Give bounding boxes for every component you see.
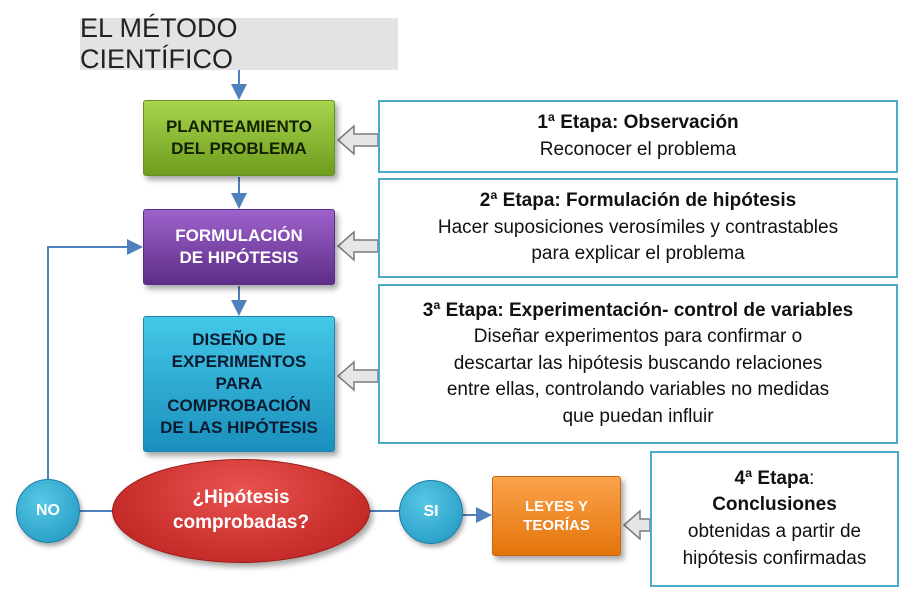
step-diseno-line-4: COMPROBACIÓN (167, 396, 311, 416)
page-title: EL MÉTODO CIENTÍFICO (80, 13, 398, 74)
stage-3-line-4: que puedan influir (562, 405, 714, 427)
stage-4-number-line: 4ª Etapa: (734, 467, 815, 489)
stage-4-number: 4ª Etapa (734, 467, 810, 489)
arrow-stage3-to-diseno (336, 360, 379, 392)
stage-1-box: 1ª Etapa: Observación Reconocer el probl… (378, 100, 898, 173)
step-formulacion-de-hipotesis: FORMULACIÓN DE HIPÓTESIS (143, 209, 335, 285)
stage-1-line-1: Reconocer el problema (539, 138, 737, 160)
stage-1-name: Observación (623, 111, 739, 133)
stage-3-line-2: descartar las hipótesis buscando relacio… (453, 352, 823, 374)
step-formulacion-line-1: FORMULACIÓN (175, 225, 303, 245)
arrow-stage4-to-leyes (622, 509, 651, 541)
si-circle: SI (399, 480, 463, 544)
arrow-stage1-to-planteamiento (336, 124, 379, 156)
stage-2-number: 2ª Etapa (479, 190, 555, 212)
stage-1-heading: 1ª Etapa: Observación (537, 111, 739, 133)
step-leyes-line-2: TEORÍAS (523, 517, 590, 534)
step-diseno-line-1: DISEÑO DE (192, 329, 286, 349)
arrow-stage2-to-formulacion (336, 230, 379, 262)
stage-3-box: 3ª Etapa: Experimentación- control de va… (378, 284, 898, 444)
step-diseno-de-experimentos: DISEÑO DE EXPERIMENTOS PARA COMPROBACIÓN… (143, 316, 335, 452)
step-formulacion-line-2: DE HIPÓTESIS (179, 248, 299, 267)
stage-2-line-2: para explicar el problema (531, 243, 745, 265)
arrow-no-loop-to-formulacion (47, 239, 143, 479)
stage-4-line-1: obtenidas a partir de (687, 521, 862, 542)
step-planteamiento-line-2: DEL PROBLEMA (171, 139, 307, 158)
stage-3-heading: 3ª Etapa: Experimentación- control de va… (422, 299, 854, 321)
stage-2-heading: 2ª Etapa: Formulación de hipótesis (479, 190, 797, 212)
step-diseno-line-3: PARA (215, 373, 263, 393)
step-leyes-y-teorias: LEYES Y TEORÍAS (492, 476, 621, 556)
step-diseno-line-5: DE LAS HIPÓTESIS (160, 418, 318, 438)
decision-line-1: ¿Hipótesis (192, 487, 290, 509)
stage-2-line-1: Hacer suposiciones verosímiles y contras… (437, 216, 839, 238)
step-leyes-line-1: LEYES Y (524, 497, 589, 515)
stage-2-box: 2ª Etapa: Formulación de hipótesis Hacer… (378, 178, 898, 278)
stage-3-line-1: Diseñar experimentos para confirmar o (473, 326, 803, 348)
stage-1-number: 1ª Etapa (537, 111, 612, 133)
stage-4-name: Conclusiones (712, 494, 837, 516)
stage-4-box: 4ª Etapa: Conclusiones obtenidas a parti… (650, 451, 899, 587)
step-diseno-line-2: EXPERIMENTOS (171, 351, 307, 371)
decision-hipotesis-comprobadas: ¿Hipótesis comprobadas? (112, 459, 370, 563)
step-planteamiento-line-1: PLANTEAMIENTO (165, 116, 313, 136)
stage-4-line-2: hipótesis confirmadas (682, 547, 867, 569)
stage-2-name: Formulación de hipótesis (566, 190, 797, 212)
decision-line-2: comprobadas? (172, 512, 310, 533)
stage-3-line-3: entre ellas, controlando variables no me… (446, 379, 830, 401)
no-circle: NO (16, 479, 80, 543)
step-planteamiento-del-problema: PLANTEAMIENTO DEL PROBLEMA (143, 100, 335, 176)
